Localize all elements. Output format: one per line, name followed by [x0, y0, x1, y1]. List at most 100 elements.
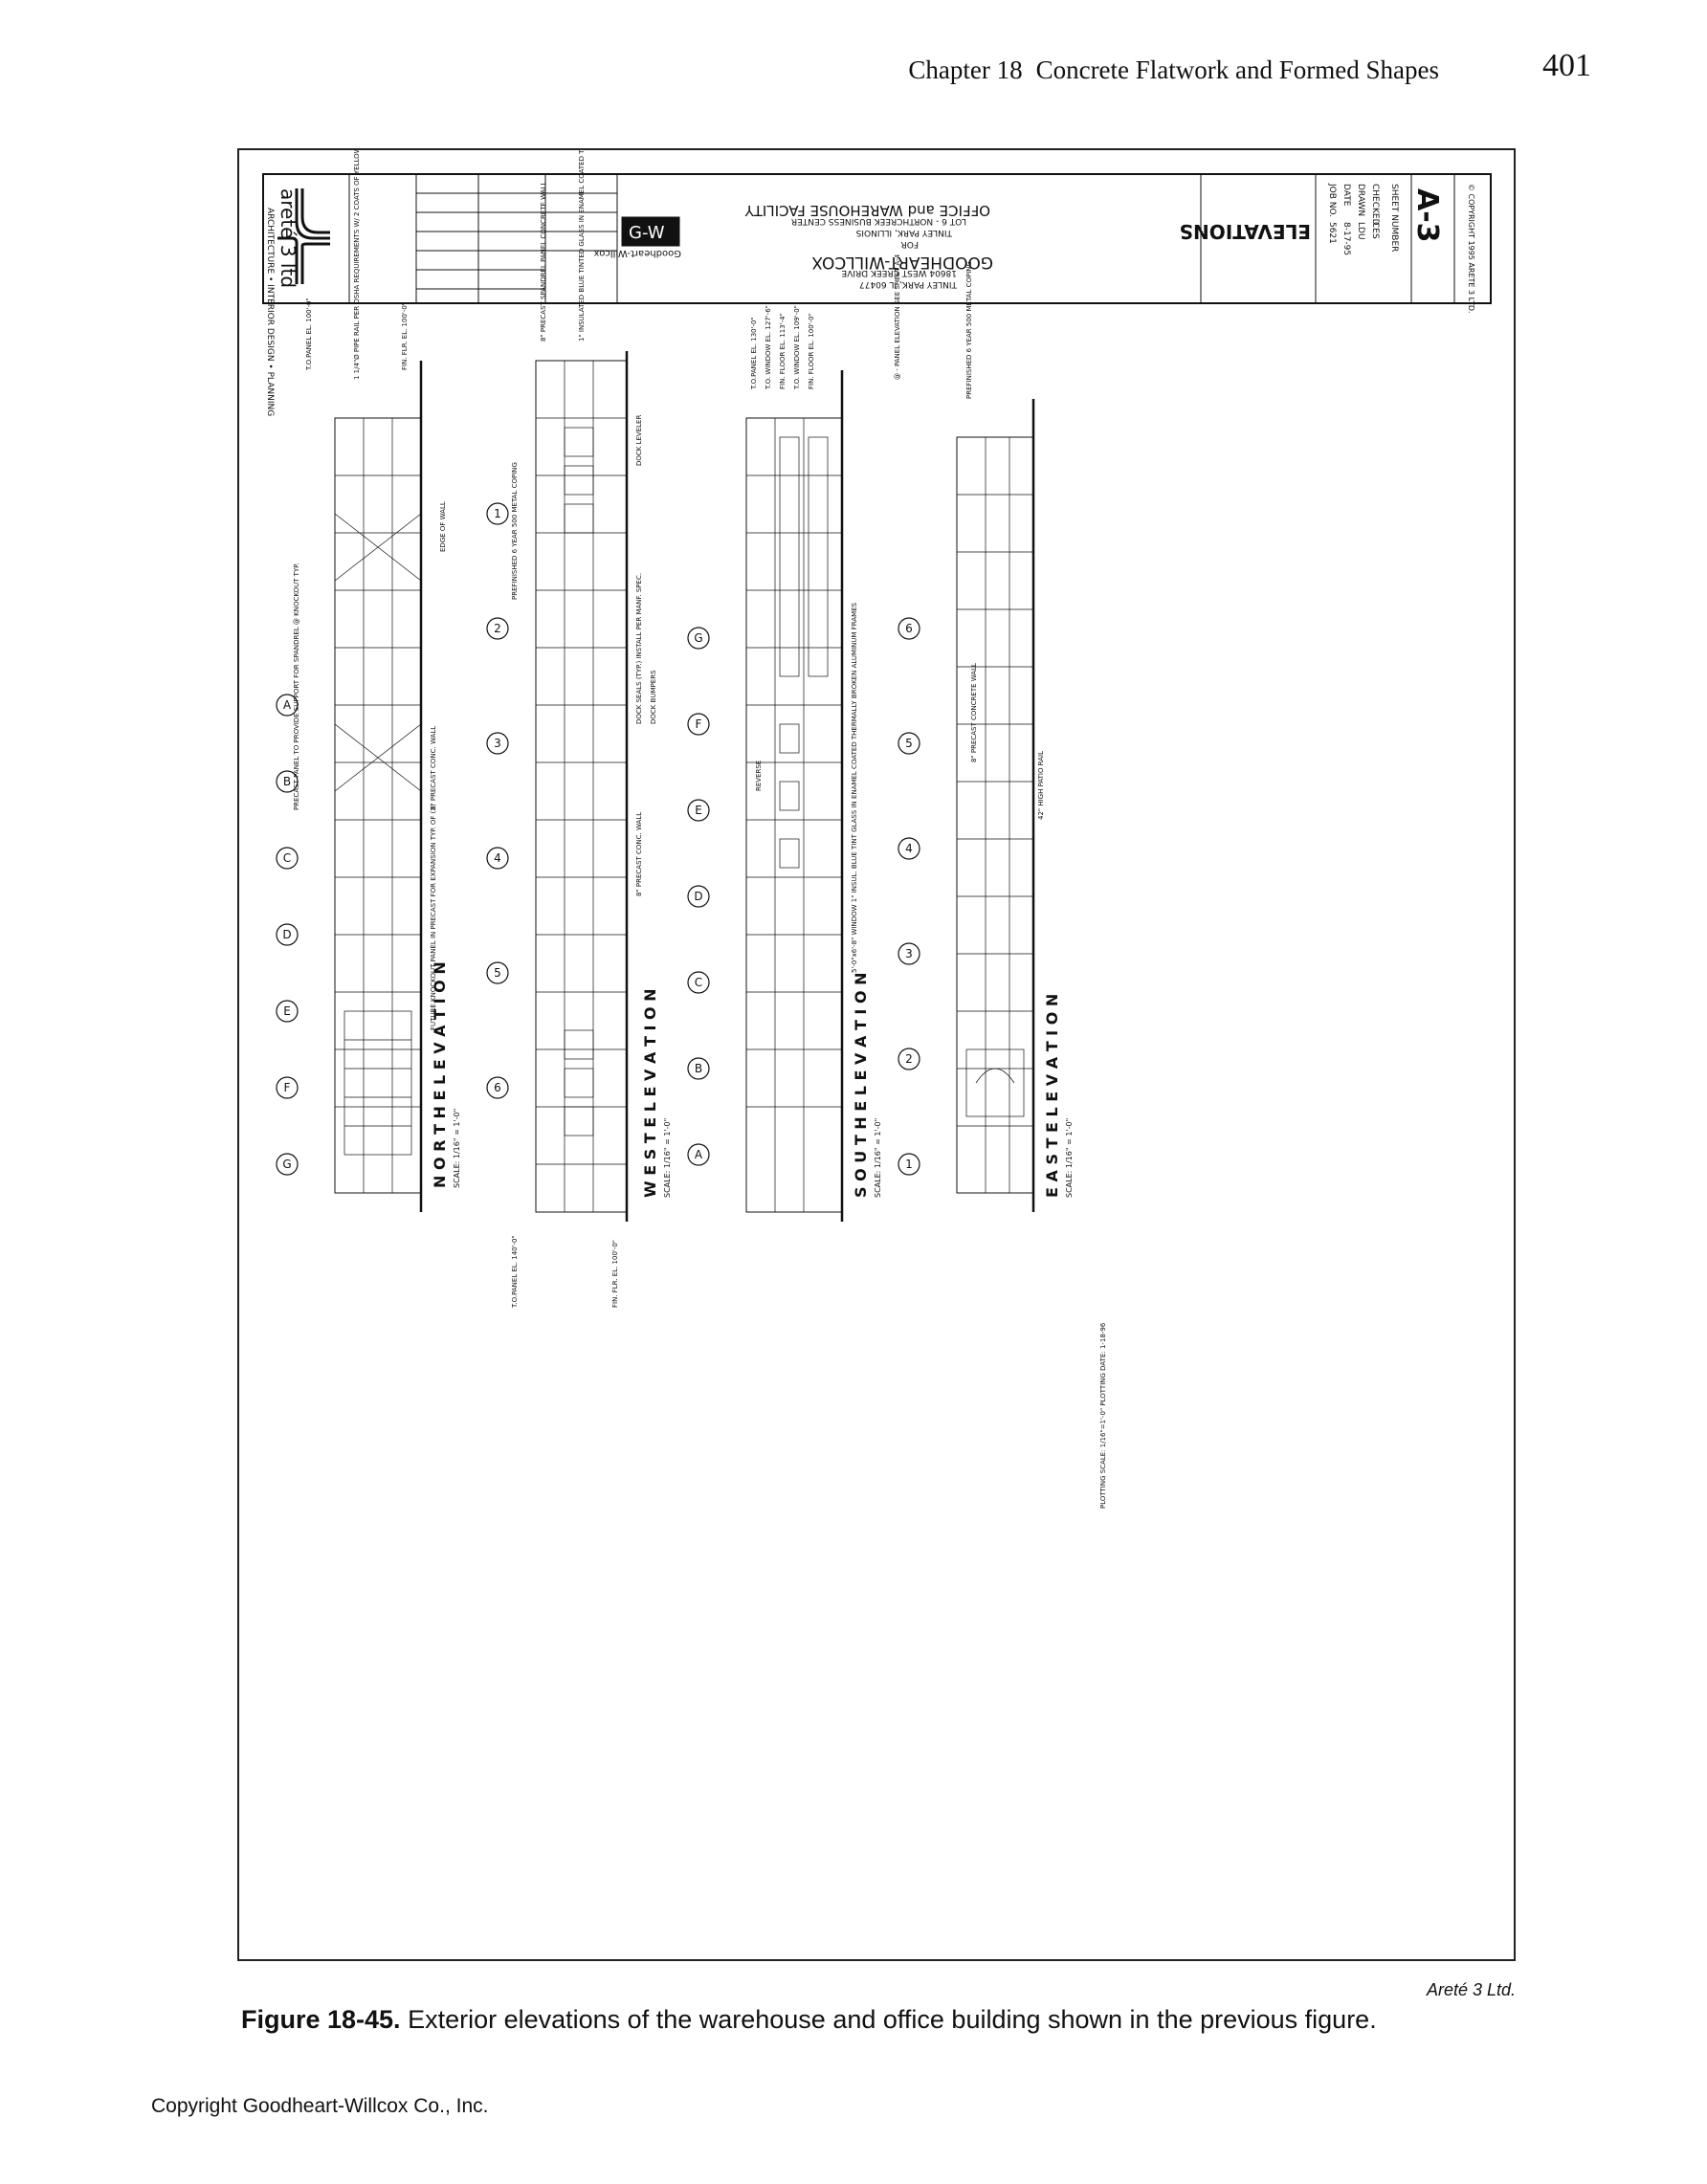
grid-c-north: C — [283, 851, 291, 865]
grid-3-west: 3 — [494, 737, 501, 750]
grid-2-east: 2 — [905, 1052, 913, 1066]
figure-credit: Areté 3 Ltd. — [1426, 1980, 1516, 1999]
note-east-3: @ - PANEL ELEVATION SEE SHEET A-4 — [894, 254, 901, 380]
elevations-drawing: ARCHITECTURE • INTERIOR DESIGN • PLANNIN… — [262, 150, 1492, 1509]
date-label: DATE — [1341, 184, 1351, 207]
note-south-4: T.O. WINDOW EL. 109'-0" — [793, 305, 801, 390]
plotting-scale: PLOTTING SCALE: 1/16"=1'-0" PLOTTING DAT… — [1099, 1322, 1107, 1509]
note-south-3: FIN. FLOOR EL. 113'-4" — [779, 313, 787, 389]
grid-b-south: B — [695, 1062, 702, 1075]
note-west-4: PREFINISHED 6 YEAR 500 METAL COPING — [511, 462, 519, 600]
note-east-1: PREFINISHED 6 YEAR 500 METAL COPING — [965, 261, 973, 399]
sheet-number: A-3 — [1410, 188, 1444, 243]
figure-caption: Figure 18-45. Exterior elevations of the… — [241, 2005, 1514, 2035]
note-north-5: PRECAST PANEL TO PROVIDE SUPPORT FOR SPA… — [293, 563, 300, 810]
grid-a-south: A — [695, 1148, 703, 1161]
note-south-5: FIN. FLOOR EL. 100'-0" — [808, 313, 815, 389]
checked-label: CHECKED — [1370, 184, 1380, 226]
north-elevation-title: N O R T H E L E V A T I O N — [431, 961, 449, 1188]
grid-4-east: 4 — [905, 842, 913, 855]
firm-tagline: ARCHITECTURE • INTERIOR DESIGN • PLANNIN… — [265, 208, 275, 416]
south-elevation-title: S O U T H E L E V A T I O N — [852, 972, 870, 1198]
south-elevation-scale: SCALE: 1/16" = 1'-0" — [874, 1118, 882, 1198]
west-elevation-title: W E S T E L E V A T I O N — [641, 988, 659, 1198]
note-north-2: FIN. FLR. EL. 100'-0" — [401, 302, 409, 370]
drawn-label: DRAWN — [1356, 184, 1365, 216]
note-west-7: 8" PRECAST CONC. WALL — [635, 812, 643, 896]
note-west-3: DOCK LEVELER — [635, 415, 643, 466]
note-west-6: DOCK BUMPERS — [650, 670, 657, 724]
note-north-3: 1 1/4"Ø PIPE RAIL PER OSHA REQUIREMENTS … — [353, 150, 361, 380]
grid-a-north: A — [283, 698, 292, 712]
west-elevation-drawing — [535, 351, 629, 1222]
client-address: 18604 WEST CREEK DRIVE — [841, 268, 957, 277]
client-city: TINLEY PARK, IL 60477 — [859, 279, 958, 289]
footer-copyright: Copyright Goodheart-Willcox Co., Inc. — [151, 2095, 489, 2117]
sheet-title: ELEVATIONS — [1180, 220, 1311, 243]
sheet-copyright: © COPYRIGHT 1995 ARETE 3 LTD. — [1467, 184, 1475, 314]
checked-value: CES — [1370, 222, 1380, 239]
north-elevation-scale: SCALE: 1/16" = 1'-0" — [453, 1109, 461, 1188]
grid-b-north: B — [283, 775, 291, 788]
grid-4-west: 4 — [494, 851, 501, 865]
grid-1-west: 1 — [494, 507, 501, 520]
page-number: 401 — [1542, 48, 1591, 83]
project-location: LOT 6 - NORTHCREEK BUSINESS CENTER — [791, 216, 966, 226]
date-value: 8-17-95 — [1341, 222, 1351, 255]
east-elevation-title: E A S T E L E V A T I O N — [1043, 994, 1061, 1198]
note-north-7: FUTURE KNOCKOUT PANEL IN PRECAST FOR EXP… — [430, 804, 437, 1030]
project-title: OFFICE and WAREHOUSE FACILITY — [744, 202, 990, 219]
note-west-1: 8" PRECAST SPANDREL PANEL CONCRETE WALL — [540, 182, 547, 342]
note-west-2: 1" INSULATED BLUE TINTED GLASS IN ENAMEL… — [578, 150, 586, 342]
grid-3-east: 3 — [905, 947, 913, 960]
publisher-logo: G-W — [629, 223, 665, 243]
for-label: FOR — [900, 239, 919, 249]
note-west-5: DOCK SEALS (TYP.) INSTALL PER MANF. SPEC… — [635, 573, 643, 724]
grid-6-east: 6 — [905, 622, 913, 635]
note-east-4: 42" HIGH PATIO RAIL — [1037, 751, 1045, 820]
project-city: TINLEY PARK, ILLINOIS — [855, 228, 953, 237]
note-west-8: T.O.PANEL EL. 140'-0" — [511, 1235, 519, 1309]
note-reverse: REVERSE — [755, 761, 763, 791]
grid-2-west: 2 — [494, 622, 501, 635]
grid-f-north: F — [284, 1081, 291, 1094]
grid-d-north: D — [282, 928, 291, 941]
note-north-1: T.O.PANEL EL. 100'-0" — [305, 298, 313, 371]
grid-6-west: 6 — [494, 1081, 501, 1094]
drawing-sheet-frame: ARCHITECTURE • INTERIOR DESIGN • PLANNIN… — [237, 148, 1516, 1961]
grid-g-south: G — [694, 631, 702, 645]
drawn-value: LDU — [1356, 222, 1365, 240]
note-north-4: EDGE OF WALL — [439, 501, 447, 552]
job-no-label: JOB NO. — [1327, 183, 1337, 217]
chapter-number: Chapter 18 — [908, 55, 1023, 84]
east-elevation-drawing — [956, 399, 1035, 1212]
grid-c-south: C — [695, 976, 702, 989]
grid-e-south: E — [695, 804, 702, 817]
grid-e-north: E — [283, 1004, 291, 1018]
svg-text:ARCHITECTURE • INTERIOR DESIGN: ARCHITECTURE • INTERIOR DESIGN • PLANNIN… — [265, 208, 275, 416]
running-header: Chapter 18 Concrete Flatwork and Formed S… — [0, 55, 1439, 85]
grid-d-south: D — [694, 890, 702, 903]
note-north-6: 8" PRECAST CONC. WALL — [430, 726, 437, 810]
figure-caption-text: Exterior elevations of the warehouse and… — [408, 2005, 1377, 2034]
svg-text:areté 3 ltd: areté 3 ltd — [277, 188, 299, 288]
publisher-name: Goodheart-Willcox — [594, 248, 681, 258]
grid-1-east: 1 — [905, 1158, 913, 1171]
note-west-9: FIN. FLR. EL. 100'-0" — [611, 1240, 619, 1308]
firm-name: areté 3 ltd — [277, 188, 299, 288]
grid-g-north: G — [282, 1158, 291, 1171]
client-name: GOODHEART-WILLCOX — [811, 253, 993, 272]
grid-5-west: 5 — [494, 966, 501, 980]
figure-label: Figure 18-45. — [241, 2005, 401, 2034]
sheet-number-label: SHEET NUMBER — [1389, 184, 1399, 252]
job-no: 5621 — [1327, 222, 1337, 244]
north-elevation-drawing — [334, 361, 423, 1212]
note-south-2: T.O. WINDOW EL. 127'-6" — [765, 305, 772, 390]
east-elevation-scale: SCALE: 1/16" = 1'-0" — [1065, 1118, 1074, 1198]
note-south-1: T.O.PANEL EL. 130'-0" — [750, 317, 758, 390]
note-east-2: 8" PRECAST CONCRETE WALL — [970, 663, 978, 762]
south-elevation-drawing — [745, 370, 844, 1222]
west-elevation-scale: SCALE: 1/16" = 1'-0" — [663, 1118, 672, 1198]
chapter-title: Concrete Flatwork and Formed Shapes — [1035, 55, 1439, 84]
note-south-6: 5'-0"x6'-8" WINDOW 1" INSUL. BLUE TINT G… — [851, 602, 858, 973]
